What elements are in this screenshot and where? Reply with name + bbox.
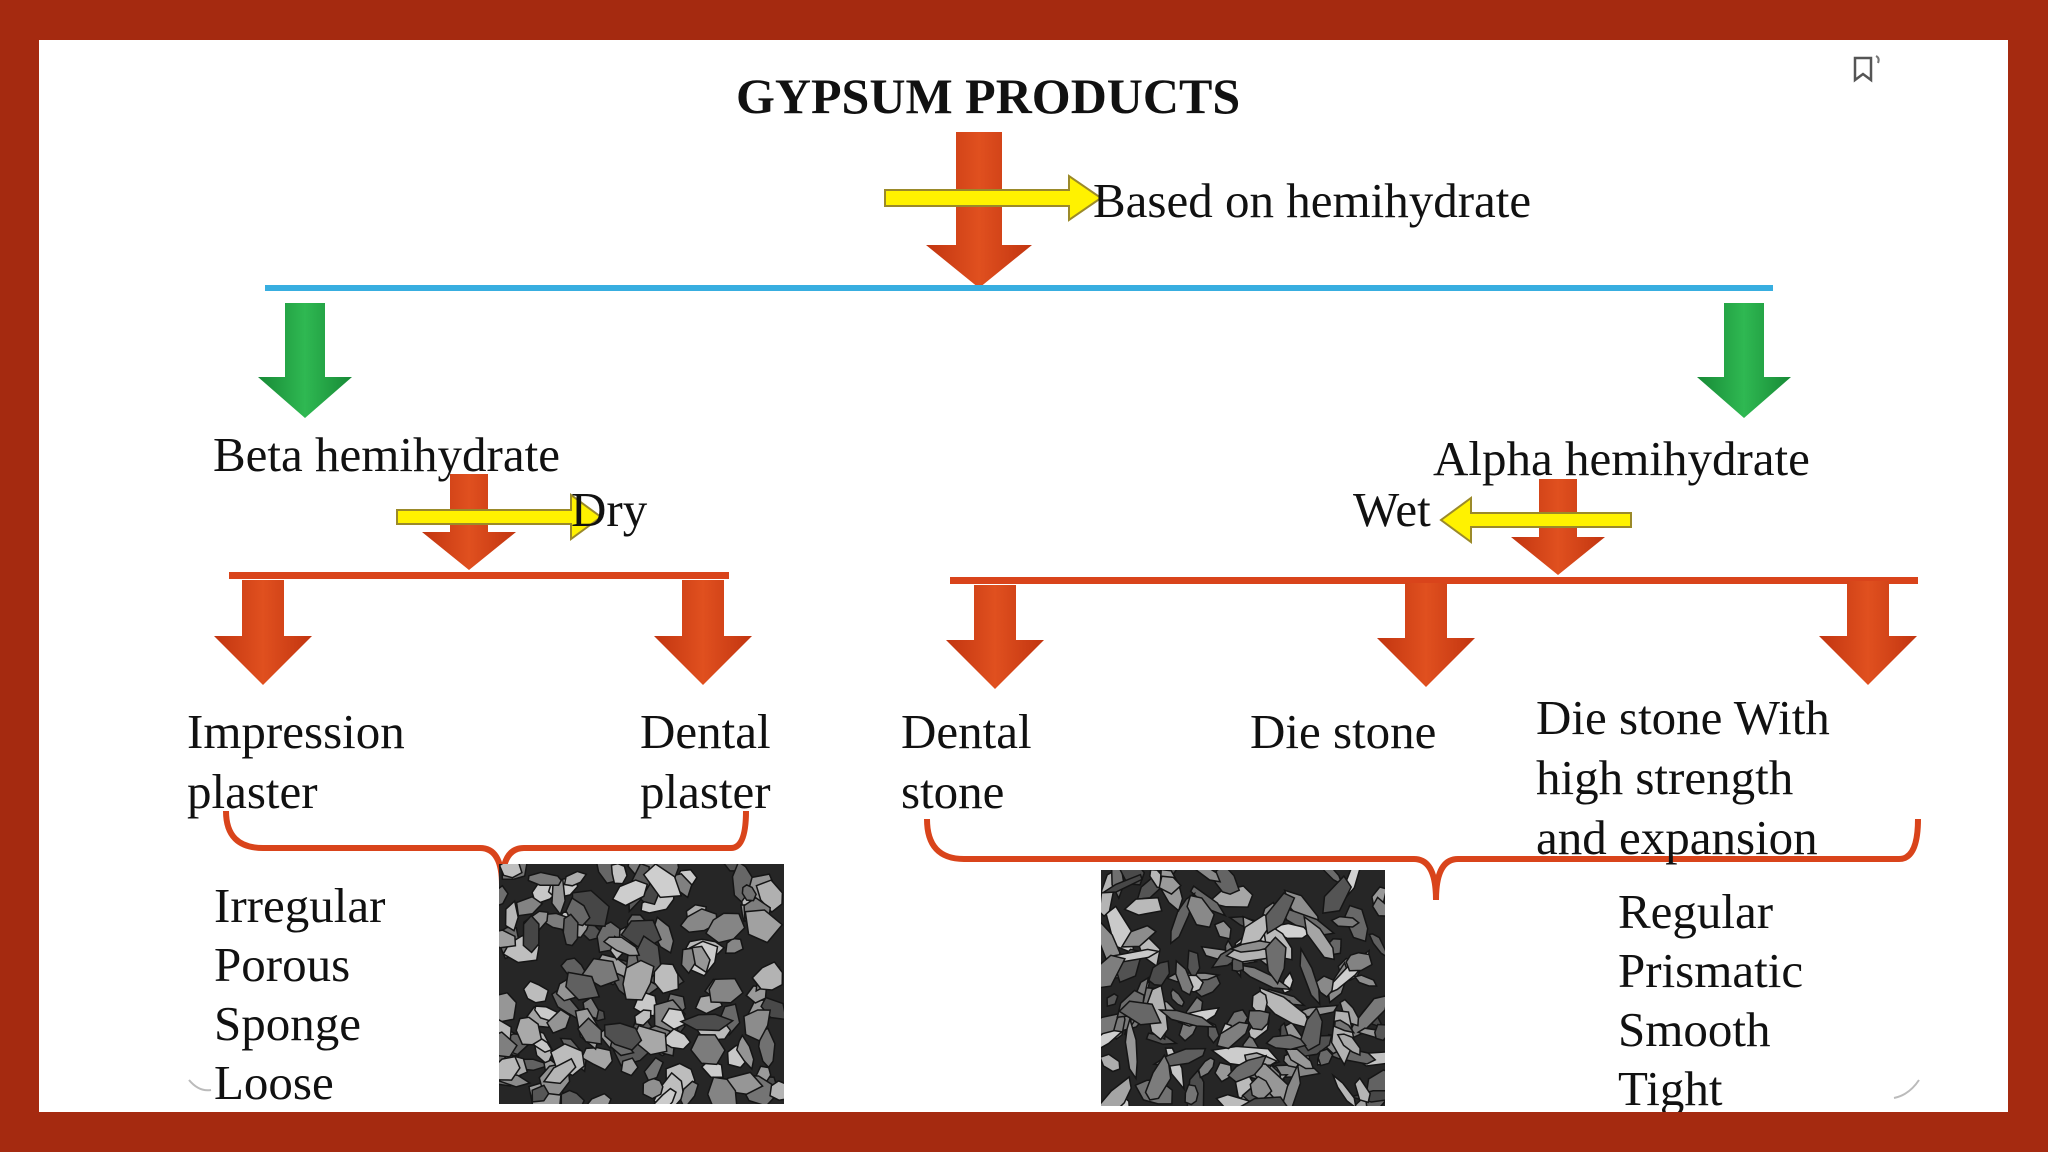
product-die-stone-high-strength: Die stone With high strength and expansi… (1536, 690, 1830, 865)
alpha-label: Alpha hemihydrate (1433, 431, 1810, 486)
alpha-properties: Regular Prismatic Smooth Tight (1618, 882, 1803, 1112)
property-item: Regular (1618, 884, 1774, 939)
property-item: Porous (214, 937, 351, 992)
property-item: Tight (1618, 1061, 1723, 1112)
basis-label: Based on hemihydrate (1093, 173, 1532, 228)
blue-divider-line (265, 285, 1773, 291)
arrow-based-on (884, 174, 1103, 222)
wet-label: Wet (1353, 482, 1431, 537)
page-title: GYPSUM PRODUCTS (736, 68, 1241, 124)
arrow-top-down (926, 132, 1032, 288)
dry-label: Dry (571, 482, 648, 537)
property-item: Sponge (214, 996, 361, 1051)
property-item: Smooth (1618, 1002, 1771, 1057)
arrow-to-beta (258, 303, 352, 418)
property-item: Irregular (214, 878, 386, 933)
beta-branch-line (229, 572, 729, 579)
property-item: Prismatic (1618, 943, 1804, 998)
corner-mark (1893, 1079, 1920, 1099)
product-impression-plaster: Impression plaster (187, 704, 405, 819)
beta-label: Beta hemihydrate (213, 427, 560, 482)
product-dental-plaster: Dental plaster (640, 704, 771, 819)
beta-properties: Irregular Porous Sponge Loose (214, 876, 385, 1112)
slide: GYPSUM PRODUCTS Based on hemihydrate Bet… (39, 40, 2008, 1112)
arrow-dental-plaster (654, 580, 752, 685)
alpha-brace (924, 818, 1921, 901)
bookmark-icon[interactable] (1847, 52, 1883, 88)
alpha-particles-image (1101, 870, 1385, 1106)
arrow-wet (1439, 496, 1632, 544)
arrow-dry (396, 493, 603, 541)
product-die-stone: Die stone (1250, 704, 1437, 759)
flow-diagram (188, 132, 1921, 1099)
alpha-branch-line (950, 577, 1918, 584)
corner-mark (188, 1079, 212, 1092)
arrow-impression-plaster (214, 580, 312, 685)
property-item: Loose (214, 1055, 334, 1110)
beta-particles-image (499, 864, 784, 1104)
product-dental-stone: Dental stone (901, 704, 1032, 819)
arrow-dental-stone (946, 585, 1044, 689)
arrow-die-stone-high (1819, 581, 1917, 685)
arrow-to-alpha (1697, 303, 1791, 418)
arrow-die-stone (1377, 583, 1475, 687)
